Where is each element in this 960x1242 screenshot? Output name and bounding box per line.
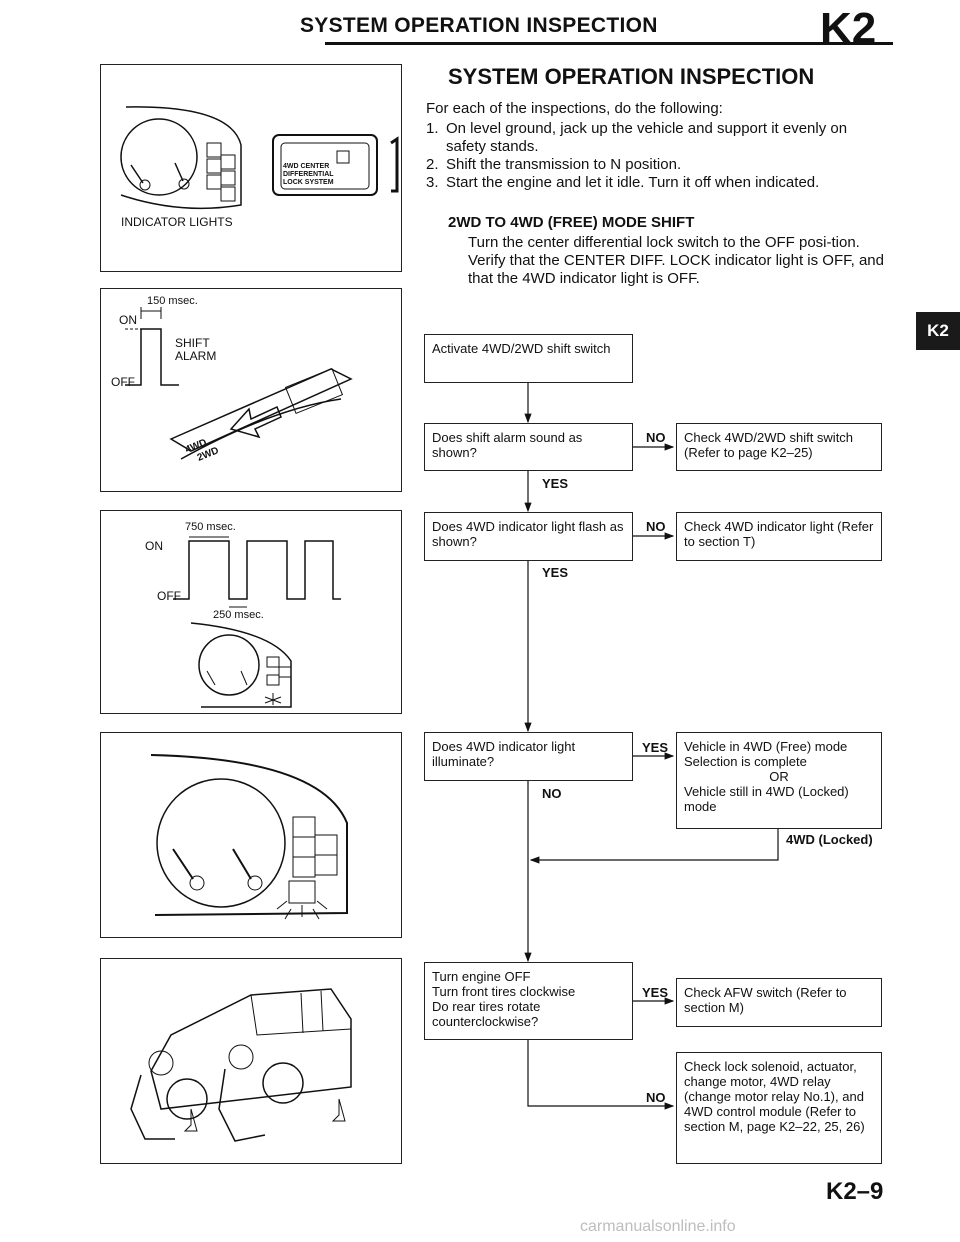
locked-label: 4WD (Locked)	[786, 832, 873, 847]
flash-on-label: ON	[145, 539, 163, 553]
figure-shift-alarm: 150 msec. ON OFF SHIFT ALARM 4WD 2WD	[100, 288, 402, 492]
page-number: K2–9	[826, 1178, 884, 1205]
header-rule	[325, 42, 893, 45]
flow-action-check-switch: Check 4WD/2WD shift switch (Refer to pag…	[676, 423, 882, 471]
flow-question-alarm: Does shift alarm sound as shown?	[424, 423, 633, 471]
flow-question-flash: Does 4WD indicator light flash as shown?	[424, 512, 633, 561]
flow-question-illuminate: Does 4WD indicator light illuminate?	[424, 732, 633, 781]
shift-alarm-drawing	[125, 307, 353, 460]
section-tab[interactable]: K2	[916, 312, 960, 350]
indicator-flash-drawing	[173, 536, 341, 708]
yes-label: YES	[542, 565, 569, 580]
no-label: NO	[646, 1090, 666, 1105]
page-header-title: SYSTEM OPERATION INSPECTION	[300, 14, 658, 37]
intro-text: For each of the inspections, do the foll…	[426, 100, 723, 117]
figure-indicator-flash: 750 msec. ON OFF 250 msec.	[100, 510, 402, 714]
watermark: carmanualsonline.info	[580, 1218, 736, 1235]
figure-indicator-lights: 4WD CENTER DIFFERENTIAL LOCK SYSTEM INDI…	[100, 64, 402, 272]
indicator-cluster-drawing	[120, 106, 399, 210]
no-label: NO	[542, 786, 562, 801]
alarm-off-label: OFF	[111, 375, 135, 389]
no-label: NO	[646, 519, 666, 534]
vehicle-drawing	[130, 988, 352, 1142]
shift-alarm-label: SHIFT ALARM	[175, 336, 217, 363]
step-item: 1.On level ground, jack up the vehicle a…	[426, 120, 848, 155]
page-header-code: K2	[820, 4, 877, 53]
indicator-illuminated-drawing	[150, 754, 348, 920]
switch-label: 4WD CENTER DIFFERENTIAL LOCK SYSTEM	[283, 163, 334, 186]
figure-caption: INDICATOR LIGHTS	[121, 215, 233, 229]
step-item: 2.Shift the transmission to N position.	[426, 156, 682, 173]
flash-off-time: 250 msec.	[213, 609, 264, 621]
flow-action-mode-result: Vehicle in 4WD (Free) mode Selection is …	[676, 732, 882, 829]
flow-box-activate: Activate 4WD/2WD shift switch	[424, 334, 633, 383]
subsection-text: Turn the center differential lock switch…	[468, 234, 884, 287]
figure-indicator-on	[100, 732, 402, 938]
step-item: 3.Start the engine and let it idle. Turn…	[426, 174, 820, 191]
alarm-time: 150 msec.	[147, 295, 198, 307]
no-label: NO	[646, 430, 666, 445]
flash-on-time: 750 msec.	[185, 521, 236, 533]
flow-question-tires: Turn engine OFF Turn front tires clockwi…	[424, 962, 633, 1040]
section-title: SYSTEM OPERATION INSPECTION	[448, 64, 815, 89]
yes-label: YES	[642, 740, 669, 755]
yes-label: YES	[642, 985, 669, 1000]
flow-action-check-afw: Check AFW switch (Refer to section M)	[676, 978, 882, 1027]
flow-action-check-indicator: Check 4WD indicator light (Refer to sect…	[676, 512, 882, 561]
subsection-title: 2WD TO 4WD (FREE) MODE SHIFT	[448, 214, 695, 231]
flow-action-check-solenoid: Check lock solenoid, actuator, change mo…	[676, 1052, 882, 1164]
yes-label: YES	[542, 476, 569, 491]
figure-vehicle-tires	[100, 958, 402, 1164]
alarm-on-label: ON	[119, 313, 137, 327]
step-list: 1.On level ground, jack up the vehicle a…	[426, 120, 886, 192]
flash-off-label: OFF	[157, 589, 181, 603]
